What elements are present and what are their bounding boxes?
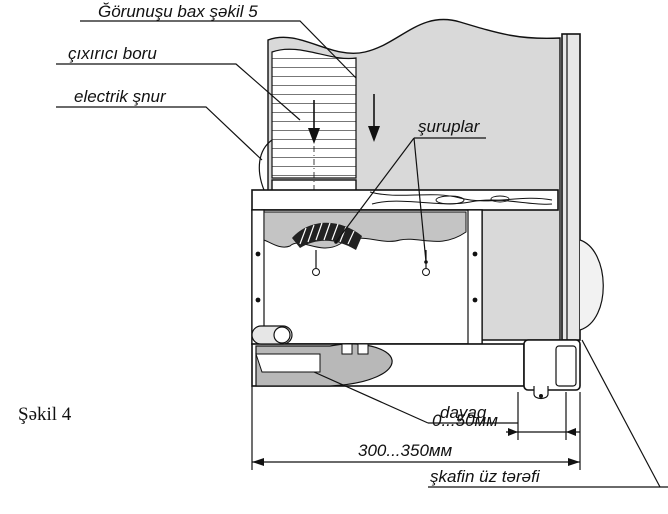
control-knob xyxy=(533,386,549,400)
label-support: dayaq xyxy=(440,403,487,422)
leader-dots xyxy=(334,240,428,264)
label-view-note: Ğörunuşu bax şəkil 5 xyxy=(98,2,258,21)
rivets xyxy=(255,251,478,303)
airflow-arrows xyxy=(308,94,380,144)
figure-caption: Şəkil 4 xyxy=(18,404,72,425)
label-dimension-depth: 300...350мм xyxy=(358,441,453,460)
label-power-cord: electrik şnur xyxy=(74,87,167,106)
cabinet-door-edge xyxy=(579,239,604,331)
label-screws: şuruplar xyxy=(418,117,481,136)
cabinet-shelf xyxy=(251,189,559,211)
wood-grain xyxy=(369,191,553,205)
fan-blades xyxy=(292,222,362,250)
bracket-bolts xyxy=(341,343,369,355)
label-dimension-offset: 0...50мм xyxy=(432,411,498,430)
label-exhaust-pipe: çıxırıcı boru xyxy=(68,44,157,63)
label-cabinet-front: şkafin üz tərəfi xyxy=(430,467,541,486)
cabinet-side-panel xyxy=(561,33,581,341)
leader-lines xyxy=(56,20,668,488)
dimension-lines xyxy=(251,386,581,470)
